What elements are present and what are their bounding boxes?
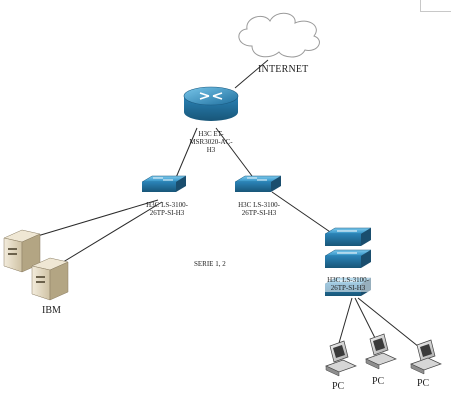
connection-lines: [23, 59, 425, 352]
server-tower-icon: [3, 229, 41, 273]
link-stack-pc-3: [357, 297, 425, 352]
router-label: H3C ET- MSR3020-AC- H3: [188, 130, 234, 154]
workstation-icon: [410, 339, 442, 375]
workstation-icon: [325, 340, 357, 377]
switch-label-line: 26TP-SI-H3: [330, 284, 366, 292]
window-corner-frame: [420, 0, 451, 12]
switch-label-line: H3C LS-3100-: [327, 276, 369, 284]
workstation-icon: [365, 333, 397, 370]
servers-label: IBM: [42, 305, 61, 316]
switch-mid-label: H3C LS-3100- 26TP-SI-H3: [233, 201, 285, 217]
switch-icon: [234, 175, 282, 192]
link-stack-pc-2: [354, 297, 379, 345]
pc-label: PC: [372, 376, 385, 387]
router-label-line: H3: [206, 146, 216, 154]
router-label-line: MSR3020-AC-: [189, 138, 233, 146]
switch-left-label: H3C LS-3100- 26TP-SI-H3: [138, 201, 196, 217]
cloud-icon: [238, 12, 320, 58]
switch-icon: [141, 175, 187, 192]
switch-label-line: 26TP-SI-H3: [241, 209, 277, 217]
router-label-line: H3C ET-: [198, 130, 224, 138]
link-switch-server-1: [23, 199, 159, 241]
link-switch-server-2: [49, 201, 163, 271]
link-switch-mid-stack: [271, 191, 337, 237]
vlan-note-label: SERIE 1, 2: [194, 260, 226, 268]
link-stack-pc-1: [336, 297, 353, 351]
pc-label: PC: [417, 378, 430, 389]
link-router-switch-left: [174, 127, 198, 181]
link-router-switch-mid: [215, 127, 253, 177]
internet-label: INTERNET: [258, 64, 309, 75]
server-tower-icon: [31, 257, 69, 301]
switch-label-line: 26TP-SI-H3: [149, 209, 185, 217]
switch-stack-label: H3C LS-3100- 26TP-SI-H3: [322, 276, 374, 292]
switch-label-line: H3C LS-3100-: [238, 201, 280, 209]
switch-icon: [324, 227, 372, 246]
link-router-internet: [234, 59, 269, 89]
router-icon: [183, 86, 239, 121]
pc-label: PC: [332, 381, 345, 392]
switch-label-line: H3C LS-3100-: [146, 201, 188, 209]
switch-icon: [324, 249, 372, 268]
